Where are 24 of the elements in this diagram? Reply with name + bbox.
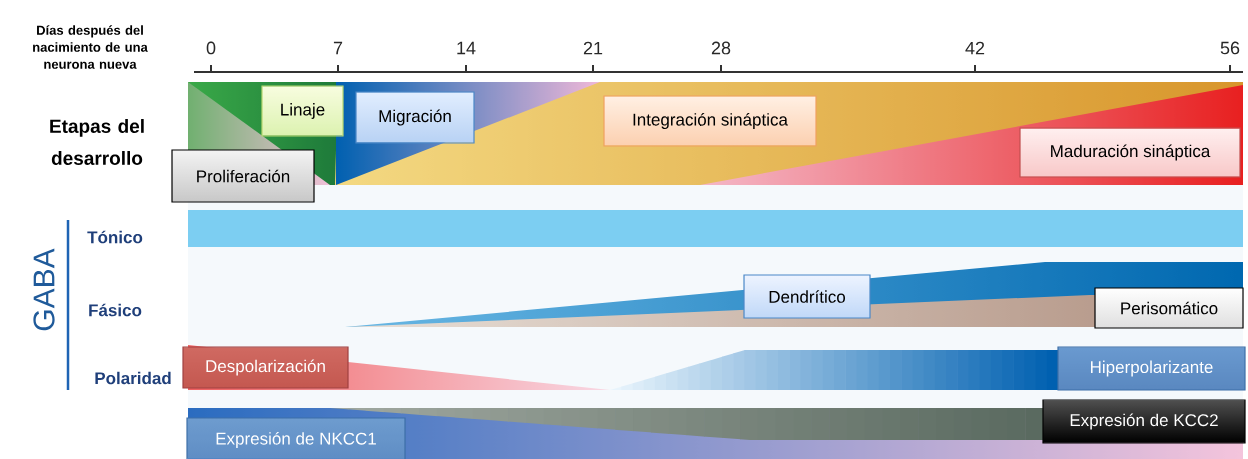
tick-label: 7 (333, 41, 343, 55)
tick-label: 14 (457, 41, 476, 55)
stage-label-box: Hiperpolarizante (1057, 346, 1246, 391)
stage-label-box: Expresión de NKCC1 (186, 417, 406, 459)
tick-label: 42 (965, 41, 985, 55)
tick-label: 56 (1220, 41, 1240, 55)
stage-label-box: Maduración sináptica (1019, 127, 1241, 178)
tick-label: 21 (583, 41, 603, 55)
row-label: Tónico (87, 230, 143, 244)
row-heading: Etapas del desarrollo (50, 119, 144, 165)
row-label: Polaridad (95, 371, 171, 385)
stage-label-box: Despolarización (182, 346, 349, 389)
stage-label-box: Dendrítico (743, 274, 871, 319)
stage-label-box: Proliferación (171, 149, 315, 203)
group-label: GABA (33, 248, 55, 331)
row-label: Fásico (89, 303, 142, 317)
axis-title: Días después del nacimiento de una neurona nueva (33, 25, 148, 69)
stage-label-box: Linaje (261, 85, 344, 137)
stage-label-box: Integración sináptica (603, 95, 817, 147)
stage-label-box: Perisomático (1094, 287, 1244, 329)
tick-label: 28 (711, 41, 731, 55)
tick-label: 0 (206, 41, 216, 55)
stage-label-box: Expresión de KCC2 (1042, 399, 1246, 444)
stage-label-box: Migración (355, 91, 475, 144)
